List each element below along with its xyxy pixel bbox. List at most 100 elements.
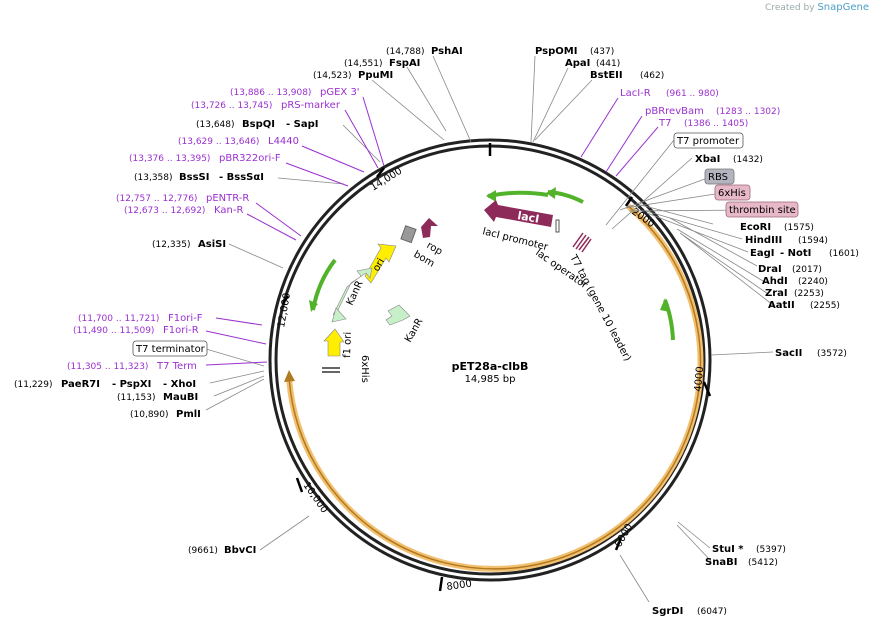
direction-arrow-heads bbox=[309, 187, 670, 312]
thrombin-box bbox=[725, 201, 799, 218]
leader-lines bbox=[205, 55, 774, 603]
primer-kanr-pos: (12,673 .. 12,692) bbox=[124, 206, 205, 216]
t7-terminator-label: T7 terminator bbox=[135, 344, 206, 355]
enzyme-asisi-pos: (12,335) bbox=[152, 240, 191, 250]
his-inner-label: 6xHis bbox=[359, 355, 370, 383]
kanr-inner-label: KanR bbox=[403, 317, 425, 345]
enzyme-bbvci: BbvCI bbox=[224, 545, 256, 556]
enzyme-bsssi: BssSI bbox=[179, 172, 209, 183]
enzyme-ppumi: PpuMI bbox=[358, 70, 393, 81]
primer-pbr322: pBR322ori-F bbox=[219, 153, 281, 164]
f1-ori-label: f1 ori bbox=[342, 332, 354, 358]
enzyme-asisi: AsiSI bbox=[198, 239, 226, 250]
enzyme-paer7i: PaeR7I bbox=[61, 379, 100, 390]
primer-pbr322-pos: (13,376 .. 13,395) bbox=[129, 154, 210, 164]
enzyme-sapi: - SapI bbox=[286, 119, 318, 130]
kanr-inner-feature bbox=[385, 304, 411, 326]
primer-laci-r-pos: (961 .. 980) bbox=[666, 89, 719, 99]
primer-pgex: pGEX 3' bbox=[320, 87, 360, 98]
enzyme-noti: - NotI bbox=[780, 248, 811, 259]
primer-f1orif-pos: (11,700 .. 11,721) bbox=[78, 314, 159, 324]
enzyme-ahdi-pos: (2240) bbox=[798, 277, 828, 287]
primer-pgex-pos: (13,886 .. 13,908) bbox=[230, 88, 311, 98]
tick-label-4000: 4000 bbox=[693, 366, 706, 392]
t7-tag-label: T7 tag (gene 10 leader) bbox=[567, 252, 633, 363]
primer-f1orir-pos: (11,490 .. 11,509) bbox=[73, 326, 154, 336]
enzyme-bspqi-pos: (13,648) bbox=[196, 120, 235, 130]
enzyme-xbai-pos: (1432) bbox=[733, 155, 763, 165]
primer-l4440: L4440 bbox=[268, 136, 299, 147]
t7-term-glyph bbox=[322, 367, 340, 373]
enzyme-ecori-pos: (1575) bbox=[784, 223, 814, 233]
primer-prs: pRS-marker bbox=[281, 100, 341, 111]
t7-promoter-box bbox=[673, 132, 744, 149]
enzyme-hindiii: HindIII bbox=[745, 235, 782, 246]
enzyme-pspxi: - PspXI bbox=[112, 379, 151, 390]
primer-t7-pos: (1386 .. 1405) bbox=[684, 119, 748, 129]
enzyme-xhoi: - XhoI bbox=[163, 379, 196, 390]
enzyme-ahdi: AhdI bbox=[762, 276, 788, 287]
primer-pentr-pos: (12,757 .. 12,776) bbox=[116, 194, 197, 204]
backbone-outer bbox=[268, 138, 712, 582]
kanr-outer-label: KanR bbox=[345, 279, 366, 307]
enzyme-bsteii-pos: (462) bbox=[640, 71, 664, 81]
enzyme-ppumi-pos: (14,523) bbox=[313, 71, 352, 81]
enzyme-stui-pos: (5397) bbox=[756, 545, 786, 555]
thrombin-label: thrombin site bbox=[729, 205, 796, 216]
enzyme-drai-pos: (2017) bbox=[792, 265, 822, 275]
enzyme-pmli-pos: (10,890) bbox=[130, 410, 169, 420]
kanr-outer-tail bbox=[331, 307, 347, 323]
enzyme-aatii: AatII bbox=[768, 300, 795, 311]
primer-leader-lines bbox=[205, 96, 659, 366]
enzyme-stui: StuI * bbox=[712, 544, 744, 555]
enzyme-aatii-pos: (2255) bbox=[810, 301, 840, 311]
plasmid-size: 14,985 bp bbox=[465, 374, 516, 385]
enzyme-zrai: ZraI bbox=[765, 288, 788, 299]
enzyme-bsssali: - BssSαI bbox=[219, 172, 264, 183]
enzyme-pspomi: PspOMI bbox=[535, 46, 577, 57]
enzyme-fspai-pos: (14,551) bbox=[344, 59, 383, 69]
enzyme-eagi-pos: (1601) bbox=[829, 249, 859, 259]
enzyme-bbvci-pos: (9661) bbox=[188, 546, 218, 556]
f1-ori-feature bbox=[323, 328, 345, 357]
primer-prs-pos: (13,726 .. 13,745) bbox=[191, 101, 272, 111]
enzyme-bspqi: BspQI bbox=[242, 119, 275, 130]
t7-terminator-box bbox=[132, 340, 208, 357]
enzyme-snabi-pos: (5412) bbox=[748, 558, 778, 568]
tick-marks bbox=[281, 143, 712, 592]
lac-operator-glyph bbox=[572, 232, 592, 253]
rbs-label: RBS bbox=[708, 172, 728, 183]
enzyme-zrai-pos: (2253) bbox=[794, 289, 824, 299]
enzyme-pmli: PmlI bbox=[176, 409, 201, 420]
bom-feature bbox=[400, 225, 417, 244]
primer-t7term-pos: (11,305 .. 11,323) bbox=[67, 362, 148, 372]
enzyme-hindiii-pos: (1594) bbox=[798, 236, 828, 246]
enzyme-maubi: MauBI bbox=[163, 392, 198, 403]
primer-l4440-pos: (13,629 .. 13,646) bbox=[178, 137, 259, 147]
enzyme-sgrdi: SgrDI bbox=[652, 606, 683, 617]
enzyme-paer7i-pos: (11,229) bbox=[14, 380, 53, 390]
plasmid-name: pET28a-clbB bbox=[452, 360, 529, 373]
laci-label: lacI bbox=[516, 209, 540, 226]
enzyme-ecori: EcoRI bbox=[740, 222, 771, 233]
primer-f1orir: F1ori-R bbox=[163, 325, 199, 336]
enzyme-eagi: EagI bbox=[750, 248, 774, 259]
primer-laci-r: LacI-R bbox=[620, 88, 651, 99]
primer-pbrrevbam: pBRrevBam bbox=[645, 106, 704, 117]
enzyme-pshai: PshAI bbox=[431, 46, 463, 57]
primer-pbrrevbam-pos: (1283 .. 1302) bbox=[716, 107, 780, 117]
enzyme-apai-pos: (441) bbox=[596, 59, 620, 69]
orf-arrow-head bbox=[284, 370, 295, 382]
primer-pentr: pENTR-R bbox=[206, 193, 249, 204]
enzyme-bsteii: BstEII bbox=[590, 70, 623, 81]
primer-t7term: T7 Term bbox=[156, 361, 197, 372]
snapgene-watermark: Created by SnapGene bbox=[765, 2, 869, 13]
enzyme-apai: ApaI bbox=[565, 58, 590, 69]
enzyme-fspai: FspAI bbox=[389, 58, 420, 69]
t7-promoter-label: T7 promoter bbox=[676, 136, 740, 147]
enzyme-bsssi-pos: (13,358) bbox=[134, 173, 173, 183]
his6-label: 6xHis bbox=[718, 188, 746, 199]
laci-promoter-box bbox=[555, 219, 560, 233]
enzyme-sacii: SacII bbox=[775, 348, 802, 359]
